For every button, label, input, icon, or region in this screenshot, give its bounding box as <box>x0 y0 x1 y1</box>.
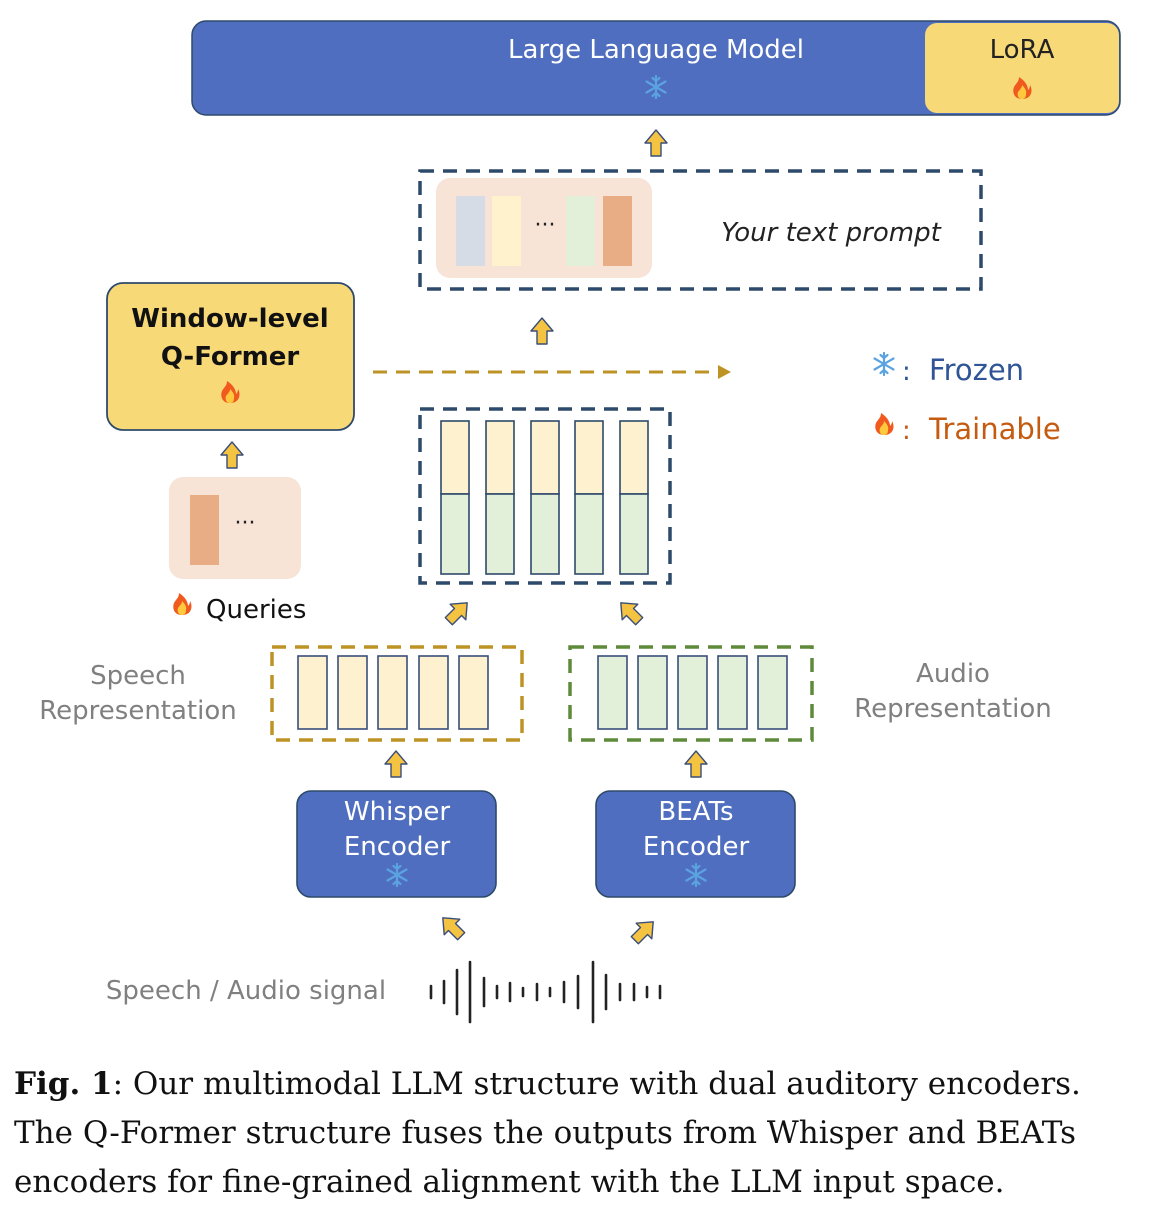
diagonal-arrow-icon <box>440 594 476 630</box>
fused-column-bottom <box>485 493 515 575</box>
beats-encoder-line1: BEATs <box>658 797 733 827</box>
fire-icon <box>173 593 192 615</box>
speech-feature-column <box>337 655 368 730</box>
fused-column-top <box>530 420 560 495</box>
text-prompt-label: Your text prompt <box>721 218 941 248</box>
speech-feature-column <box>297 655 328 730</box>
qformer-box <box>106 282 355 431</box>
diagonal-arrow-icon <box>612 594 648 630</box>
whisper-encoder-box <box>296 790 497 898</box>
fused-column-bottom <box>619 493 649 575</box>
queries-label: Queries <box>206 595 306 625</box>
whisper-encoder-line2: Encoder <box>344 832 451 862</box>
query-token <box>190 495 219 565</box>
signal-label: Speech / Audio signal <box>106 976 386 1006</box>
up-arrow-icon <box>220 441 244 469</box>
architecture-diagram: Large Language Model LoRA ··· Your text … <box>39 20 1121 1024</box>
fused-feature-columns <box>440 420 649 575</box>
whisper-encoder-line1: Whisper <box>344 797 450 827</box>
audio-representation-box <box>568 645 814 742</box>
audio-feature-column <box>757 655 788 730</box>
queries-ellipsis: ··· <box>235 511 256 536</box>
speech-feature-column <box>458 655 489 730</box>
fused-features-box <box>418 407 672 585</box>
prompt-box <box>418 169 983 291</box>
diagonal-arrow-icon <box>434 909 470 945</box>
llm-title: Large Language Model <box>508 35 804 65</box>
fused-column-top <box>619 420 649 495</box>
fire-icon <box>875 413 894 435</box>
audio-representation-label-line2: Representation <box>854 694 1051 724</box>
figure-number: Fig. 1 <box>14 1066 113 1102</box>
speech-feature-column <box>377 655 408 730</box>
legend-trainable-label: Trainable <box>928 412 1061 446</box>
beats-encoder-line2: Encoder <box>643 832 750 862</box>
legend-frozen-label: Frozen <box>929 353 1024 387</box>
token-group <box>436 178 652 278</box>
diagonal-arrow-icon <box>626 913 662 949</box>
lora-label: LoRA <box>990 35 1055 65</box>
token <box>456 196 485 266</box>
fused-column-bottom <box>530 493 560 575</box>
audio-feature-column <box>597 655 628 730</box>
connector-arrowhead <box>718 365 731 379</box>
audio-representation-label-line1: Audio <box>916 659 990 689</box>
fused-column-bottom <box>574 493 604 575</box>
legend-separator: : <box>902 357 911 387</box>
up-arrow-icon <box>684 750 708 778</box>
qformer-title-line1: Window-level <box>131 304 328 334</box>
caption-text: : Our multimodal LLM structure with dual… <box>14 1066 1081 1200</box>
legend-separator: : <box>902 416 911 446</box>
token <box>492 196 521 266</box>
snowflake-icon <box>873 351 895 377</box>
audio-feature-column <box>637 655 668 730</box>
fused-column-top <box>574 420 604 495</box>
speech-representation-box <box>270 645 524 742</box>
speech-representation-label-line1: Speech <box>90 661 186 691</box>
audio-feature-column <box>677 655 708 730</box>
lora-box <box>925 23 1119 113</box>
token <box>603 196 632 266</box>
qformer-title-line2: Q-Former <box>161 342 299 372</box>
beats-encoder-box <box>595 790 796 898</box>
token-ellipsis: ··· <box>535 213 556 238</box>
token <box>566 196 595 266</box>
fused-column-top <box>485 420 515 495</box>
speech-feature-column <box>418 655 449 730</box>
up-arrow-icon <box>384 750 408 778</box>
audio-feature-column <box>717 655 748 730</box>
fused-column-top <box>440 420 470 495</box>
up-arrow-icon <box>530 317 554 345</box>
up-arrow-icon <box>644 129 668 157</box>
speech-representation-label-line2: Representation <box>39 696 236 726</box>
figure-caption: Fig. 1: Our multimodal LLM structure wit… <box>14 1060 1139 1207</box>
llm-box <box>191 20 1121 116</box>
waveform-icon <box>429 960 662 1024</box>
fused-column-bottom <box>440 493 470 575</box>
